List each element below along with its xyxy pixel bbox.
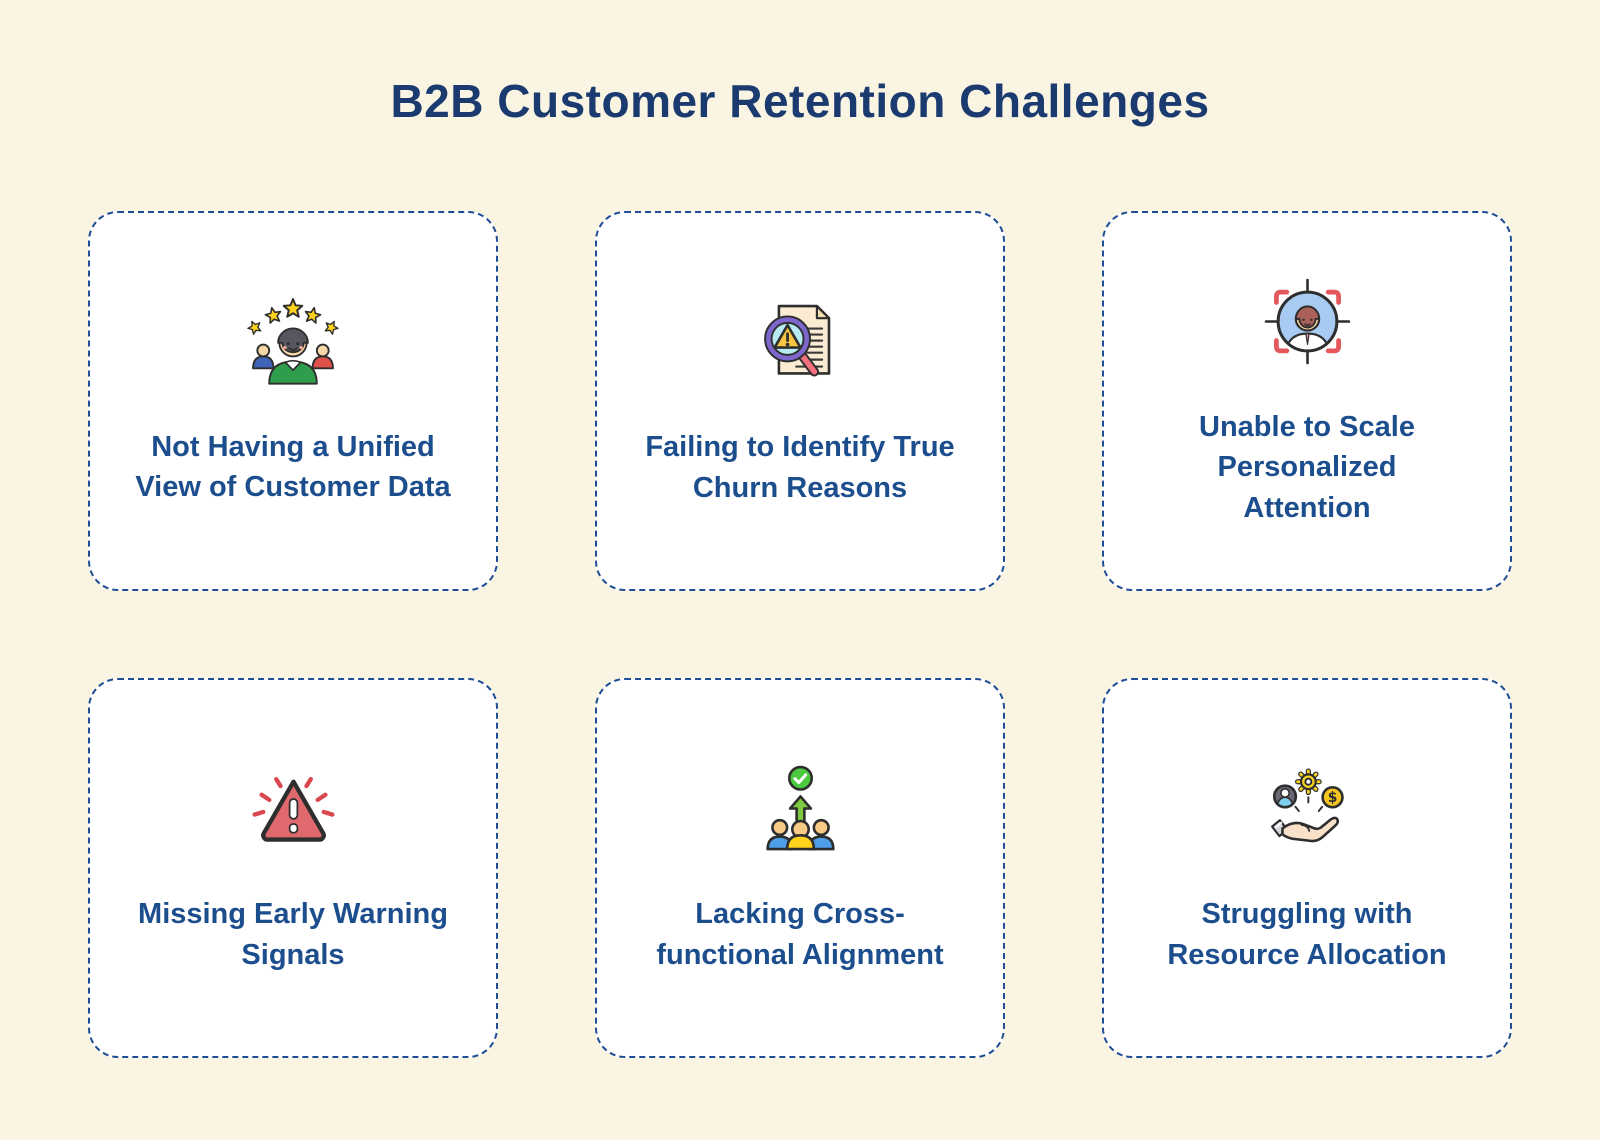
card-cross-functional-alignment: Lacking Cross- functional Alignment [595, 678, 1005, 1058]
challenge-grid: Not Having a Unified View of Customer Da… [88, 211, 1512, 1058]
card-label: Unable to Scale Personalized Attention [1199, 411, 1415, 524]
customer-stars-icon [247, 298, 339, 385]
team-alignment-icon [765, 766, 835, 851]
card-churn-reasons: Failing to Identify True Churn Reasons [595, 211, 1005, 591]
card-early-warning-signals: Missing Early Warning Signals [88, 678, 498, 1058]
page-title: B2B Customer Retention Challenges [390, 75, 1210, 127]
card-label: Missing Early Warning Signals [138, 898, 448, 971]
card-resource-allocation: $ Struggling with Resource Allocation [1102, 678, 1512, 1058]
svg-text:$: $ [1327, 791, 1337, 807]
personalization-target-icon [1264, 279, 1350, 365]
resource-allocation-icon: $ [1270, 768, 1344, 843]
card-label: Not Having a Unified View of Customer Da… [135, 430, 451, 503]
card-label: Failing to Identify True Churn Reasons [645, 431, 955, 504]
card-unified-customer-data: Not Having a Unified View of Customer Da… [88, 211, 498, 591]
card-label: Lacking Cross- functional Alignment [656, 898, 944, 971]
card-personalized-attention: Unable to Scale Personalized Attention [1102, 211, 1512, 591]
warning-alert-icon [251, 777, 335, 843]
churn-analysis-icon [763, 305, 830, 377]
card-label: Struggling with Resource Allocation [1167, 898, 1447, 971]
